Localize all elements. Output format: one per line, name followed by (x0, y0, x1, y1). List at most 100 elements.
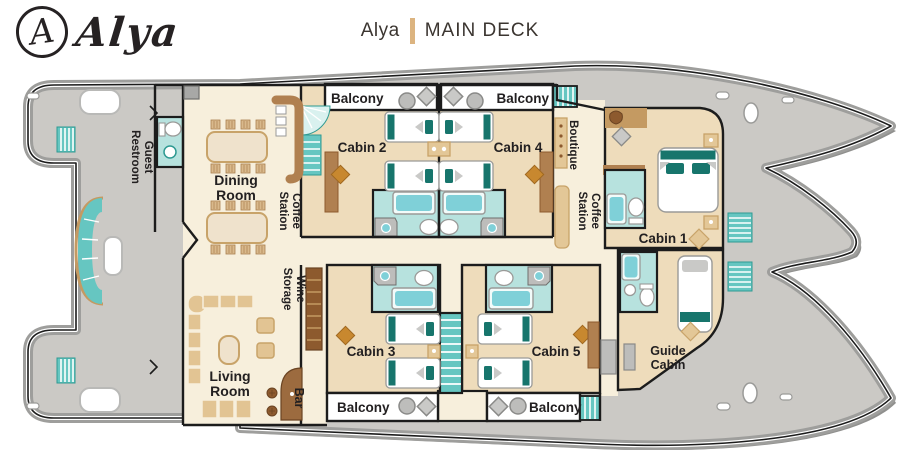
balcony-table-icon (509, 397, 527, 415)
decor-diamond-icon (524, 164, 545, 185)
label-text: Living (209, 368, 250, 384)
bed-icon (384, 111, 440, 143)
sofa-cushion (187, 313, 202, 331)
toilet-icon (627, 197, 645, 217)
label-cabin-1: Cabin 1 (639, 231, 688, 246)
label-balcony-bottom-right: Balcony (529, 400, 582, 415)
label-balcony-bottom-left: Balcony (337, 400, 390, 415)
balcony-chair-icon (443, 86, 464, 107)
label-text: Wine (294, 275, 306, 302)
bed-icon (384, 160, 440, 192)
balcony-chair-icon (416, 86, 437, 107)
deck-hatch (742, 382, 758, 404)
label-text: Coffee (290, 193, 302, 229)
toilet-tank (628, 217, 644, 225)
balconies (323, 82, 582, 423)
label-text: Bar (292, 388, 306, 409)
stern-table (103, 236, 123, 276)
sofa-cushion (219, 294, 237, 309)
toilet-tank (639, 283, 654, 290)
coffee-table (218, 335, 240, 365)
guide-furniture (600, 255, 713, 375)
label-text: Restroom (129, 130, 141, 184)
bed-icon (438, 160, 494, 192)
shower-drain (486, 222, 498, 234)
stairs-spiral-cabin2 (300, 105, 331, 176)
bathrooms (155, 115, 659, 314)
cabin5-furniture (465, 313, 600, 389)
coffee-counter-left (271, 95, 304, 184)
bed-icon (385, 357, 441, 389)
sofa-cushion (187, 349, 202, 367)
decor-diamond-icon (330, 164, 351, 185)
label-balcony-top-right: Balcony (496, 91, 549, 106)
cleat-icon (716, 402, 731, 411)
decor-diamond-icon (335, 325, 356, 346)
shower-water (609, 197, 624, 221)
shower-drain (379, 270, 391, 282)
bed-icon (477, 357, 533, 389)
shower-water (624, 256, 638, 278)
toilet-icon (419, 218, 439, 236)
label-cabin-5: Cabin 5 (532, 344, 581, 359)
toilet-icon (439, 218, 459, 236)
stairs (56, 85, 753, 421)
title-ship-name: Alya (360, 20, 400, 41)
balcony-chair-icon (416, 396, 437, 417)
sink-icon (163, 145, 177, 159)
display-rack (554, 117, 568, 169)
stairs-bow-lower (727, 261, 753, 292)
label-coffee-station-left: Coffee Station (277, 192, 302, 231)
deck-box (183, 85, 200, 100)
utility-box (623, 343, 636, 371)
sofa-cushion (202, 294, 220, 309)
cleat-icon (26, 402, 40, 410)
label-text: Boutique (567, 120, 579, 170)
labels: Guest Restroom Dining Room Coffee Statio… (129, 91, 688, 415)
stool-shell-icon (609, 110, 623, 125)
chair-diamond-icon (611, 126, 632, 147)
label-text: Storage (281, 268, 293, 311)
appliance-icon (275, 127, 287, 137)
balcony-chair-icon (488, 396, 509, 417)
cleat-icon (779, 393, 793, 401)
decor-diamond-icon (680, 321, 701, 342)
label-text: Guide (650, 344, 685, 358)
furniture (26, 85, 795, 421)
door-zigzag (149, 105, 159, 375)
title-separator-bar (409, 18, 415, 44)
cleat-icon (715, 91, 730, 100)
cleat-icon (781, 96, 795, 104)
bar-counter (266, 367, 303, 421)
label-wine-storage: Wine Storage (281, 268, 306, 311)
label-text: Station (277, 192, 289, 231)
wall-left-column (181, 85, 199, 425)
sofa-cushion (236, 294, 254, 309)
toilet-icon (494, 269, 514, 287)
bathtub-water (446, 195, 482, 211)
armchair-icon (256, 342, 275, 359)
header: A Alya Alya MAIN DECK (0, 0, 900, 62)
bathtub-water (396, 195, 432, 211)
sofa-cushion (187, 331, 202, 349)
appliance-icon (275, 116, 287, 126)
cabin4-furniture (438, 111, 554, 213)
shower-drain (380, 222, 392, 234)
label-text: Dining (214, 172, 258, 188)
toilet-tank (158, 122, 166, 137)
cleat-icon (26, 92, 40, 100)
balcony-table-icon (398, 397, 416, 415)
shower-drain (533, 270, 545, 282)
bar-stool-icon (266, 405, 278, 417)
stern-bench (74, 196, 123, 306)
toilet-icon (164, 121, 182, 137)
dining-table (206, 131, 268, 163)
toilet-icon (639, 287, 655, 307)
dining-furniture (206, 119, 268, 255)
stairs-stern-bottom (56, 357, 76, 384)
label-boutique: Boutique (567, 120, 579, 170)
stairs-central (438, 311, 464, 395)
lounger-icon (79, 89, 121, 115)
page-title: Alya MAIN DECK (0, 18, 900, 44)
